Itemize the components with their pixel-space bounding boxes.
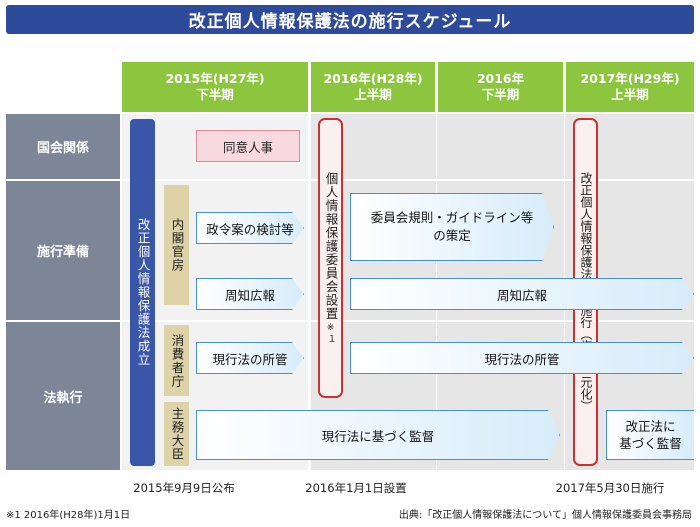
footnote: ※1 2016年(H28年)1月1日: [6, 510, 131, 521]
column-header-2017-h1: 2017年(H29年) 上半期: [566, 62, 694, 112]
cabinet-order-arrow: 政令案の検討等: [196, 212, 304, 244]
publicity-arrow-1: 周知広報: [196, 278, 304, 310]
commission-established-box: 個人情報保護委員会設置 ※１: [318, 118, 343, 398]
row-header-diet: 国会関係: [6, 114, 120, 179]
publicity-arrow-2: 周知広報: [350, 278, 694, 310]
footnote-marker: ※１: [325, 322, 336, 344]
actor-cabinet-secretariat: 内閣官房: [164, 185, 189, 305]
page-title: 改正個人情報保護法の施行スケジュール: [6, 5, 694, 34]
column-half: 上半期: [611, 87, 649, 102]
revised-sup-line-2: 基づく監督: [619, 436, 682, 451]
date-promulgation: 2015年9月9日公布: [133, 481, 235, 495]
column-header-2016-h1: 2016年(H28年) 上半期: [311, 62, 435, 112]
column-half: 下半期: [196, 87, 234, 102]
column-year: 2017年(H29年): [580, 71, 680, 86]
cell-bg: [311, 114, 694, 179]
column-half: 下半期: [481, 87, 520, 102]
row-header-preparation: 施行準備: [6, 181, 120, 320]
column-header-2015-h2: 2015年(H27年) 下半期: [122, 62, 308, 112]
column-header-2016-h2: 2016年 下半期: [438, 62, 563, 112]
column-year: 2016年(H28年): [323, 71, 423, 86]
actor-consumer-agency: 消費者庁: [164, 325, 189, 396]
row-header-enforcement: 法執行: [6, 322, 120, 470]
rules-guidelines-arrow: 委員会規則・ガイドライン等 の策定: [350, 193, 554, 261]
actor-competent-minister: 主務大臣: [164, 402, 189, 466]
supervision-arrow: 現行法に基づく監督: [196, 410, 560, 460]
column-year: 2015年(H27年): [165, 71, 265, 86]
approval-box: 同意人事: [196, 130, 300, 162]
rules-line-1: 委員会規則・ガイドライン等: [370, 210, 534, 225]
date-establishment: 2016年1月1日設置: [305, 481, 407, 495]
revised-supervision-box: 改正法に 基づく監督: [606, 410, 694, 460]
current-law-arrow-1: 現行法の所管: [196, 342, 304, 374]
enactment-bar: 改正個人情報保護法成立: [130, 119, 155, 466]
column-half: 上半期: [354, 87, 392, 102]
source-credit: 出典:「改正個人情報保護法について」個人情報保護委員会事務局: [398, 510, 692, 521]
commission-label: 個人情報保護委員会設置: [323, 172, 339, 321]
rules-line-2: の策定: [433, 228, 471, 243]
current-law-arrow-2: 現行法の所管: [350, 342, 694, 374]
revised-sup-line-1: 改正法に: [625, 419, 676, 434]
date-enforcement: 2017年5月30日施行: [555, 481, 665, 495]
column-year: 2016年: [476, 71, 525, 86]
